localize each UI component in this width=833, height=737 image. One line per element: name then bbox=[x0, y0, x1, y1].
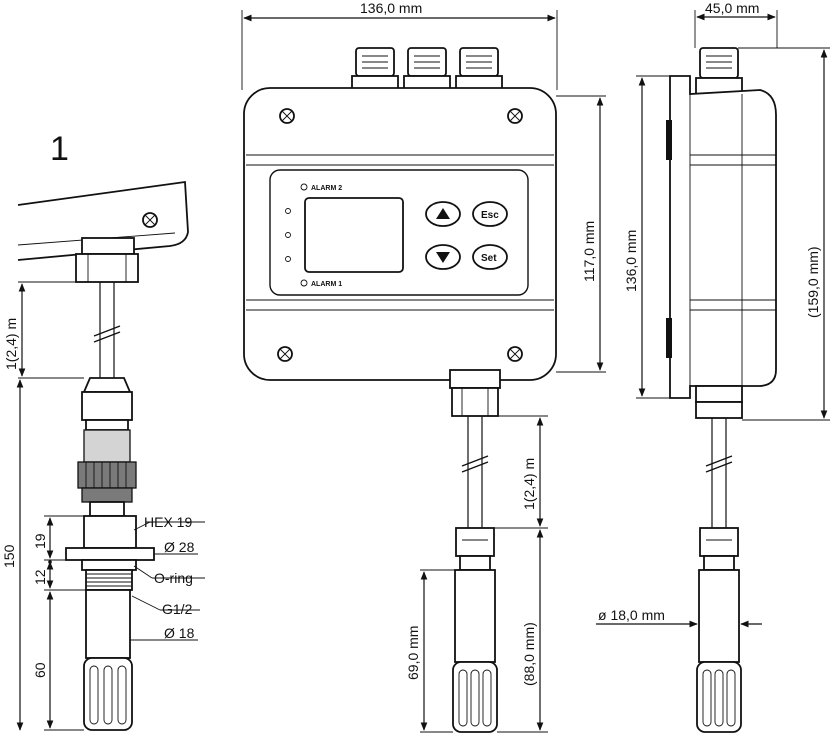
callout-oring: O-ring bbox=[154, 570, 193, 586]
dim-probe-diameter: ø 18,0 mm bbox=[598, 607, 665, 623]
dim-front-height: 117,0 mm bbox=[581, 221, 597, 282]
side-view: 45,0 mm 136,0 mm (159,0 mm) bbox=[596, 0, 830, 733]
callout-thread: G1/2 bbox=[162, 601, 193, 617]
panel-alarm2: ALARM 2 bbox=[311, 185, 342, 192]
dim-probe-length: 69,0 mm bbox=[405, 626, 421, 680]
dim-side-total: (159,0 mm) bbox=[805, 246, 821, 318]
left-detail-view: 1(2,4) m 150 19 12 60 HEX 19 Ø 28 O-ring… bbox=[1, 180, 205, 731]
esc-button[interactable]: Esc bbox=[472, 201, 508, 227]
figure-number: 1 bbox=[50, 130, 69, 168]
callout-hex19: HEX 19 bbox=[144, 514, 192, 530]
set-label: Set bbox=[481, 253, 497, 264]
left-dim-12: 12 bbox=[32, 569, 48, 585]
set-button[interactable]: Set bbox=[472, 244, 508, 270]
left-total-label: 150 bbox=[1, 544, 17, 568]
callout-d28: Ø 28 bbox=[164, 539, 195, 555]
dim-cable-front: 1(2,4) m bbox=[521, 458, 537, 510]
callout-d18: Ø 18 bbox=[164, 625, 195, 641]
panel-alarm1: ALARM 1 bbox=[311, 281, 342, 288]
up-button[interactable] bbox=[425, 201, 461, 227]
front-view: 136,0 mm ALARM 2 ALARM 1 bbox=[241, 0, 606, 733]
left-cable-length: 1(2,4) m bbox=[3, 318, 19, 370]
dim-top-width: 136,0 mm bbox=[360, 0, 422, 16]
dim-probe-total: (88,0 mm) bbox=[521, 622, 537, 686]
dim-side-height: 136,0 mm bbox=[623, 230, 639, 292]
left-dim-19: 19 bbox=[32, 533, 48, 549]
left-dim-60: 60 bbox=[32, 662, 48, 678]
down-button[interactable] bbox=[425, 244, 461, 270]
esc-label: Esc bbox=[481, 210, 499, 221]
dim-side-depth: 45,0 mm bbox=[705, 0, 759, 16]
panel-display bbox=[304, 197, 404, 273]
